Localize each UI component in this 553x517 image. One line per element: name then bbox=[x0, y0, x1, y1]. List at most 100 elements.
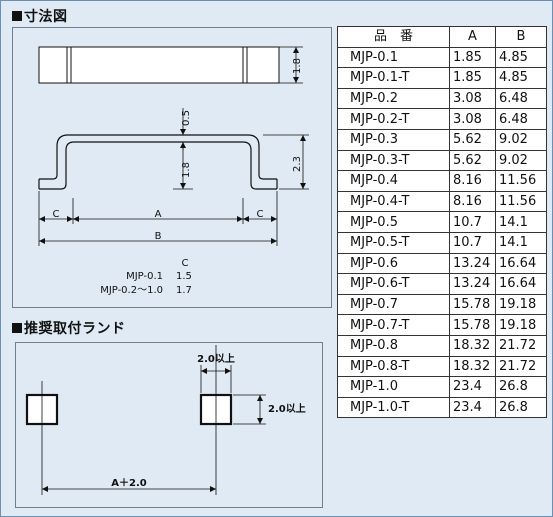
land-pattern-drawing: 2.0以上 2.0以上 A＋2.0 bbox=[25, 345, 306, 495]
c-table-model-1: MJP-0.2〜1.0 bbox=[100, 285, 163, 296]
top-view-body bbox=[38, 46, 280, 84]
b-value-cell: 11.56 bbox=[495, 170, 547, 192]
dimension-drawing: 1.8 0.5 1.8 2.3 C bbox=[38, 46, 309, 296]
a-value-cell: 8.16 bbox=[449, 190, 496, 213]
a-value-cell: 5.62 bbox=[449, 128, 496, 151]
part-number-cell: MJP-0.6-T bbox=[337, 273, 450, 295]
a-value-cell: 18.32 bbox=[449, 334, 496, 357]
c-right-label: C bbox=[257, 209, 264, 220]
pitch-label: A＋2.0 bbox=[111, 477, 146, 489]
b-value-cell: 14.1 bbox=[495, 231, 547, 254]
c-table-model-0: MJP-0.1 bbox=[126, 271, 163, 282]
pad-width-label: 2.0以上 bbox=[197, 352, 235, 365]
part-number-cell: MJP-0.6 bbox=[337, 252, 450, 275]
part-number-cell: MJP-0.4 bbox=[337, 170, 450, 192]
c-table-value-1: 1.7 bbox=[176, 285, 192, 296]
a-value-cell: 18.32 bbox=[449, 355, 496, 378]
pad-height-label: 2.0以上 bbox=[268, 402, 306, 415]
a-value-cell: 10.7 bbox=[449, 211, 496, 233]
b-value-cell: 26.8 bbox=[495, 376, 547, 398]
b-value-cell: 16.64 bbox=[495, 252, 547, 275]
b-value-cell: 19.18 bbox=[495, 293, 547, 316]
a-value-cell: 13.24 bbox=[449, 273, 496, 295]
b-value-cell: 26.8 bbox=[495, 396, 547, 419]
part-number-cell: MJP-0.7 bbox=[337, 293, 450, 316]
part-number-cell: MJP-0.5 bbox=[337, 211, 450, 233]
land-pattern-panel: 2.0以上 2.0以上 A＋2.0 bbox=[15, 342, 323, 508]
part-number-cell: MJP-0.3 bbox=[337, 128, 450, 151]
a-value-cell: 10.7 bbox=[449, 231, 496, 254]
part-number-cell: MJP-0.8-T bbox=[337, 355, 450, 378]
b-value-cell: 9.02 bbox=[495, 149, 547, 172]
inner-height-label: 1.8 bbox=[181, 162, 192, 178]
b-value-cell: 6.48 bbox=[495, 108, 547, 130]
header-a: A bbox=[449, 26, 496, 48]
a-value-cell: 1.85 bbox=[449, 67, 496, 89]
part-number-cell: MJP-0.3-T bbox=[337, 149, 450, 172]
a-value-cell: 15.78 bbox=[449, 293, 496, 316]
part-number-cell: MJP-0.5-T bbox=[337, 231, 450, 254]
part-number-cell: MJP-1.0 bbox=[337, 376, 450, 398]
part-number-cell: MJP-0.4-T bbox=[337, 190, 450, 213]
b-value-cell: 6.48 bbox=[495, 87, 547, 110]
dimension-drawing-panel: 1.8 0.5 1.8 2.3 C bbox=[12, 27, 332, 308]
a-value-cell: 13.24 bbox=[449, 252, 496, 275]
a-value-cell: 1.85 bbox=[449, 46, 496, 69]
a-value-cell: 8.16 bbox=[449, 170, 496, 192]
b-value-cell: 19.18 bbox=[495, 314, 547, 336]
b-value-cell: 21.72 bbox=[495, 355, 547, 378]
square-bullet-icon bbox=[12, 323, 22, 333]
c-left-label: C bbox=[53, 209, 60, 220]
a-value-cell: 23.4 bbox=[449, 396, 496, 419]
total-height-label: 2.3 bbox=[292, 156, 303, 172]
b-value-cell: 4.85 bbox=[495, 46, 547, 69]
part-number-cell: MJP-0.1-T bbox=[337, 67, 450, 89]
c-table-value-0: 1.5 bbox=[176, 271, 192, 282]
part-number-cell: MJP-0.2 bbox=[337, 87, 450, 110]
part-number-cell: MJP-0.1 bbox=[337, 46, 450, 69]
a-value-cell: 15.78 bbox=[449, 314, 496, 336]
a-value-cell: 3.08 bbox=[449, 87, 496, 110]
b-value-cell: 4.85 bbox=[495, 67, 547, 89]
part-number-cell: MJP-0.2-T bbox=[337, 108, 450, 130]
b-value-cell: 16.64 bbox=[495, 273, 547, 295]
a-label: A bbox=[155, 209, 162, 220]
c-table-header: C bbox=[182, 258, 189, 269]
height-top-label: 1.8 bbox=[292, 58, 303, 74]
a-value-cell: 5.62 bbox=[449, 149, 496, 172]
dimension-section-title: 寸法図 bbox=[12, 6, 68, 26]
side-view-inner bbox=[39, 134, 277, 180]
header-b: B bbox=[495, 26, 547, 48]
b-value-cell: 11.56 bbox=[495, 190, 547, 213]
a-value-cell: 3.08 bbox=[449, 108, 496, 130]
square-bullet-icon bbox=[12, 11, 22, 21]
land-section-title: 推奨取付ランド bbox=[12, 318, 126, 338]
a-value-cell: 23.4 bbox=[449, 376, 496, 398]
side-view-outer bbox=[39, 141, 277, 190]
parts-table-header-row: 品 番 A B bbox=[337, 26, 547, 48]
part-number-cell: MJP-0.8 bbox=[337, 334, 450, 357]
b-label: B bbox=[155, 231, 162, 242]
part-number-cell: MJP-0.7-T bbox=[337, 314, 450, 336]
b-value-cell: 14.1 bbox=[495, 211, 547, 233]
depth-label: 0.5 bbox=[181, 110, 192, 126]
part-number-cell: MJP-1.0-T bbox=[337, 396, 450, 419]
